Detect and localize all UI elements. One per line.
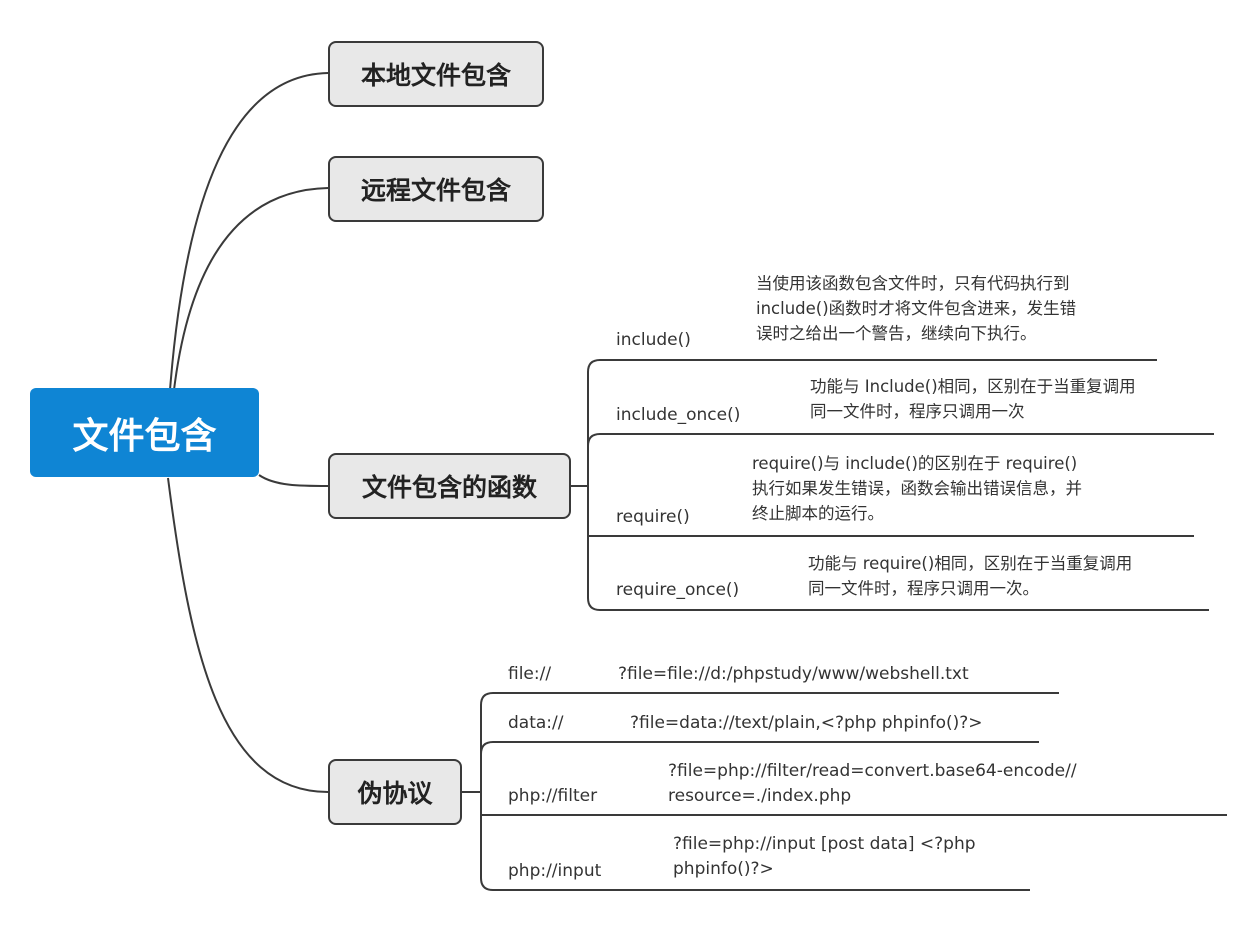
root-node[interactable]: 文件包含 [30, 388, 259, 477]
pseudo-input-name: php://input [508, 861, 602, 881]
func-require-once-name: require_once() [616, 580, 740, 600]
connector-root-remote [173, 187, 329, 391]
connector-require-once [587, 486, 1209, 611]
pseudo-file-name: file:// [508, 664, 552, 684]
connector-data [480, 741, 1039, 792]
func-require-once-desc: 功能与 require()相同，区别在于当重复调用 同一文件时，程序只调用一次。 [808, 554, 1133, 598]
pseudo-filter-desc: ?file=php://filter/read=convert.base64-e… [668, 761, 1077, 806]
pseudo-file-desc: ?file=file://d:/phpstudy/www/webshell.tx… [618, 664, 969, 684]
connector-input [480, 792, 1030, 891]
func-include-desc: 当使用该函数包含文件时，只有代码执行到 include()函数时才将文件包含进来… [756, 274, 1077, 343]
pseudo-input-desc: ?file=php://input [post data] <?php phpi… [673, 834, 976, 879]
func-include-once-desc: 功能与 Include()相同，区别在于当重复调用 同一文件时，程序只调用一次 [810, 377, 1136, 421]
branch-local-file-inclusion[interactable]: 本地文件包含 [328, 41, 544, 107]
branch-remote-file-inclusion[interactable]: 远程文件包含 [328, 156, 544, 222]
connector-root-functions [258, 474, 329, 487]
connector-root-local [169, 72, 329, 391]
func-include-name: include() [616, 330, 691, 350]
func-require-name: require() [616, 507, 690, 527]
branch-pseudo-protocols[interactable]: 伪协议 [328, 759, 462, 825]
connector-file [480, 692, 1059, 792]
func-include-once-name: include_once() [616, 405, 741, 425]
pseudo-data-name: data:// [508, 713, 564, 733]
pseudo-data-desc: ?file=data://text/plain,<?php phpinfo()?… [630, 713, 983, 733]
func-require-desc: require()与 include()的区别在于 require() 执行如果… [752, 454, 1082, 523]
pseudo-filter-name: php://filter [508, 786, 598, 806]
connector-include [587, 359, 1157, 486]
connector-include-once [587, 433, 1214, 486]
connector-root-pseudo [167, 477, 329, 793]
branch-inclusion-functions[interactable]: 文件包含的函数 [328, 453, 571, 519]
